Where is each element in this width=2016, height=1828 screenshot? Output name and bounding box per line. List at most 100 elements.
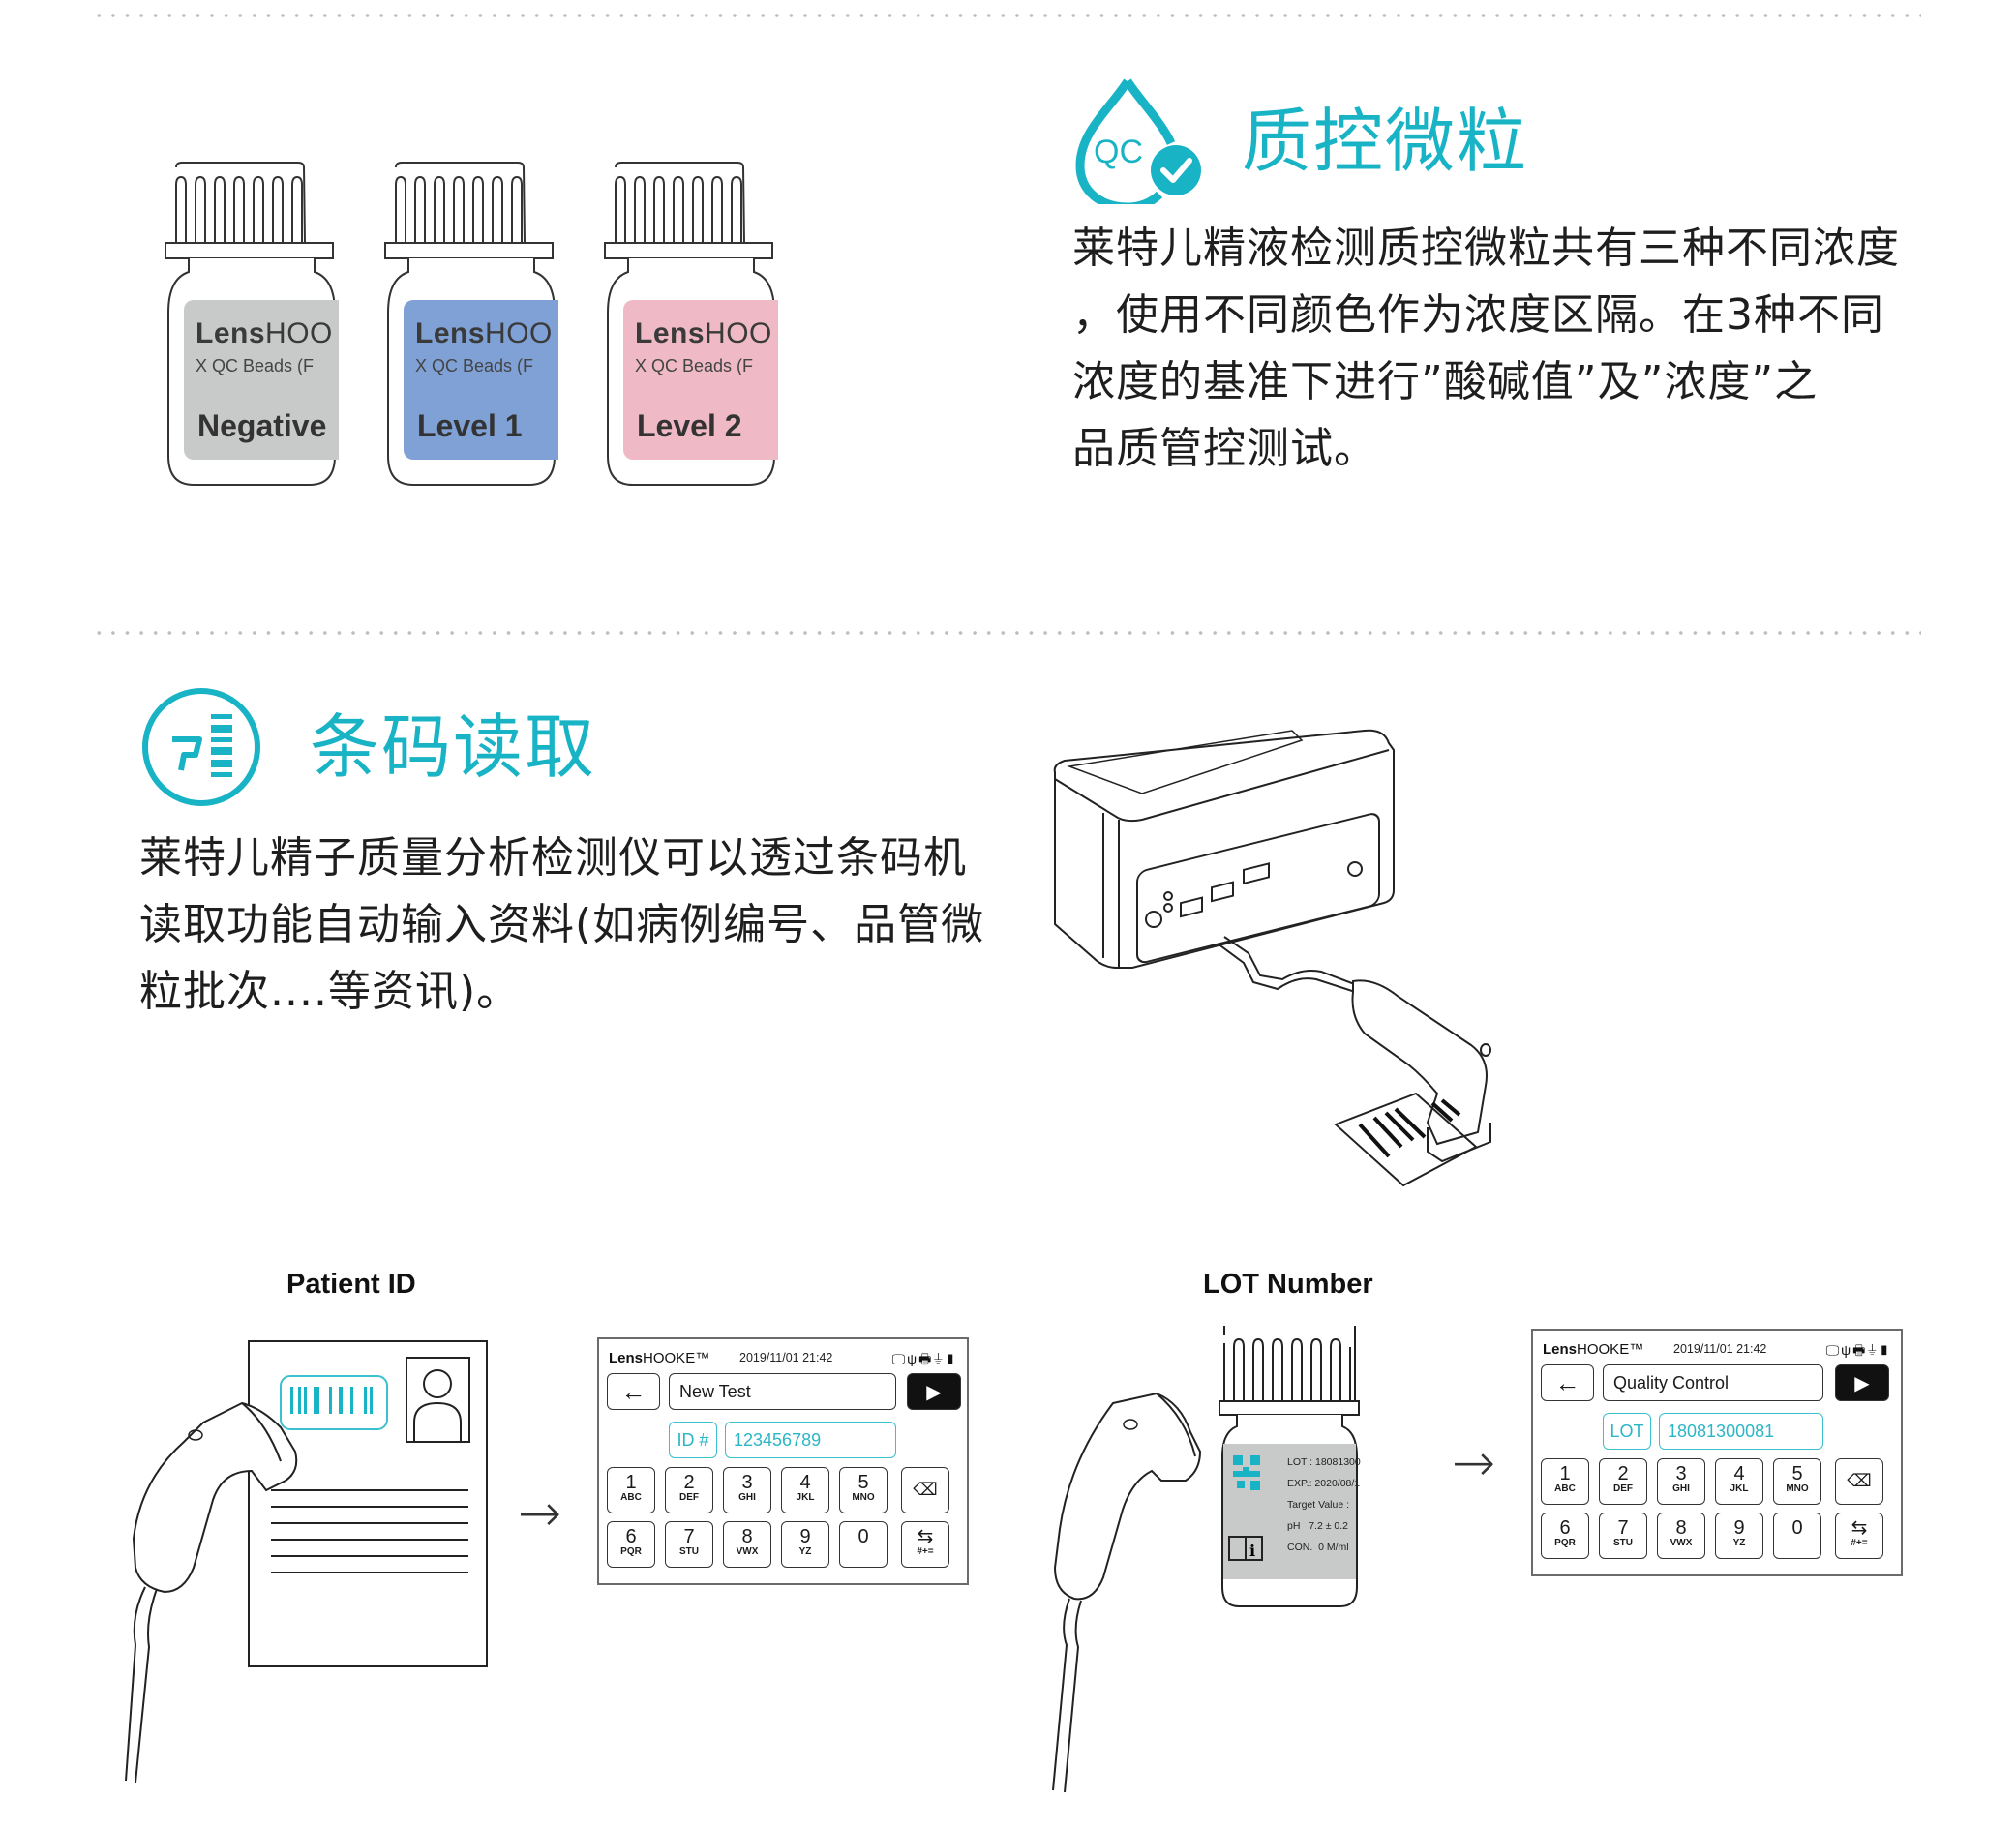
key-digit: 2 — [1617, 1463, 1629, 1484]
device-screen-new-test: LensHOOKE™ 2019/11/01 21:42 🖵ψ🖶⏚▮ ← New … — [597, 1337, 969, 1585]
svg-text:i: i — [1249, 1542, 1255, 1560]
description-line: ，使用不同颜色作为浓度区隔。在3种不同 — [1072, 290, 1884, 340]
lot-line: LOT : 18081300 — [1287, 1456, 1361, 1468]
lot-value-input[interactable]: 18081300081 — [1659, 1413, 1823, 1450]
qc-bottle-labels: LensHOO X QC Beads (F Negative LensHOO X… — [165, 155, 803, 494]
key-letters: STU — [679, 1546, 699, 1557]
middle-dotted-divider — [92, 631, 1921, 635]
key-digit: 1 — [625, 1472, 637, 1493]
arrow-right-icon: → — [518, 1483, 562, 1543]
description-line: 粒批次....等资讯)。 — [139, 967, 521, 1016]
screen-title-field: Quality Control — [1603, 1364, 1823, 1401]
key-digit: 9 — [799, 1526, 811, 1547]
back-arrow-button[interactable]: ← — [607, 1373, 660, 1410]
key-digit: 8 — [741, 1526, 753, 1547]
key-letters: YZ — [798, 1546, 812, 1557]
description-line: 品质管控测试。 — [1072, 424, 1377, 473]
backspace-key[interactable]: ⌫ — [1835, 1458, 1883, 1505]
key-letters: MNO — [1786, 1483, 1809, 1494]
key-digit: 7 — [1617, 1517, 1629, 1539]
id-value-input[interactable]: 123456789 — [725, 1422, 896, 1458]
lot-label-field: LOT — [1603, 1413, 1651, 1450]
bottle-label-negative: LensHOO X QC Beads (F Negative — [184, 300, 339, 460]
play-button[interactable]: ▶ — [907, 1373, 961, 1410]
bottle-level-label: Level 2 — [637, 408, 742, 443]
qc-droplet-check-icon: QC — [1075, 78, 1201, 204]
lot-bottle-label-text: LOT : 18081300 EXP.: 2020/08/1 Target Va… — [1287, 1452, 1384, 1558]
barcode-section-title: 条码读取 — [310, 706, 597, 788]
swap-arrows-icon: ⇆ — [917, 1526, 934, 1547]
barcode-scanner-icon — [142, 688, 260, 806]
key-digit: 0 — [858, 1526, 869, 1547]
symbol-switch-key[interactable]: ⇆#+= — [901, 1521, 949, 1568]
key-letters: PQR — [1554, 1538, 1576, 1548]
key-digit: 5 — [1791, 1463, 1803, 1484]
key-letters: DEF — [1613, 1483, 1633, 1494]
patient-id-caption: Patient ID — [286, 1269, 416, 1300]
key-digit: 4 — [799, 1472, 811, 1493]
key-letters: PQR — [620, 1546, 642, 1557]
screen-title-field: New Test — [669, 1373, 896, 1410]
description-line: 莱特儿精子质量分析检测仪可以透过条码机 — [139, 833, 967, 883]
key-letters: ABC — [1554, 1483, 1576, 1494]
screen-datetime: 2019/11/01 21:42 — [1673, 1342, 1767, 1356]
bottle-brand: LensHOO — [196, 317, 333, 349]
key-letters: GHI — [1672, 1483, 1690, 1494]
symbol-switch-key[interactable]: ⇆#+= — [1835, 1513, 1883, 1559]
bottle-label-level-1: LensHOO X QC Beads (F Level 1 — [404, 300, 558, 460]
key-digit: 1 — [1559, 1463, 1571, 1484]
key-digit: 9 — [1733, 1517, 1745, 1539]
bottle-subtitle: X QC Beads (F — [635, 356, 754, 375]
ph-line: pH 7.2 ± 0.2 — [1287, 1520, 1348, 1532]
bottle-subtitle: X QC Beads (F — [196, 356, 315, 375]
status-icons: 🖵ψ🖶⏚▮ — [1825, 1342, 1891, 1358]
qc-section-title: 质控微粒 — [1242, 101, 1529, 182]
keypad-key-0[interactable]: 0 — [1773, 1513, 1821, 1559]
con-line: CON. 0 M/ml — [1287, 1542, 1349, 1553]
backspace-icon: ⌫ — [1847, 1471, 1872, 1490]
back-arrow-button[interactable]: ← — [1541, 1364, 1594, 1401]
key-letters: STU — [1613, 1538, 1633, 1548]
bottle-label-level-2: LensHOO X QC Beads (F Level 2 — [623, 300, 778, 460]
play-button[interactable]: ▶ — [1835, 1364, 1889, 1401]
bottle-brand: LensHOO — [415, 317, 553, 349]
symbol-key-label: #+= — [1851, 1538, 1868, 1548]
status-icons: 🖵ψ🖶⏚▮ — [891, 1351, 957, 1366]
screen-brand-logo: LensHOOKE™ — [609, 1350, 710, 1366]
key-letters: YZ — [1732, 1538, 1746, 1548]
bottle-subtitle: X QC Beads (F — [415, 356, 534, 375]
keypad-key-0[interactable]: 0 — [839, 1521, 888, 1568]
key-letters: VWX — [1670, 1538, 1693, 1548]
key-digit: 7 — [683, 1526, 695, 1547]
key-letters: DEF — [679, 1492, 699, 1503]
key-letters: GHI — [738, 1492, 756, 1503]
backspace-icon: ⌫ — [913, 1480, 938, 1499]
top-dotted-divider — [92, 14, 1921, 17]
key-digit: 6 — [1559, 1517, 1571, 1539]
device-screen-quality-control: LensHOOKE™ 2019/11/01 21:42 🖵ψ🖶⏚▮ ← Qual… — [1531, 1329, 1903, 1576]
analyzer-device-illustration — [1053, 729, 1491, 1187]
lot-number-caption: LOT Number — [1203, 1269, 1373, 1300]
backspace-key[interactable]: ⌫ — [901, 1467, 949, 1513]
swap-arrows-icon: ⇆ — [1851, 1517, 1868, 1539]
patient-document-scan-illustration — [125, 1340, 488, 1783]
lot-bottle-scan-illustration: i — [1052, 1326, 1360, 1793]
